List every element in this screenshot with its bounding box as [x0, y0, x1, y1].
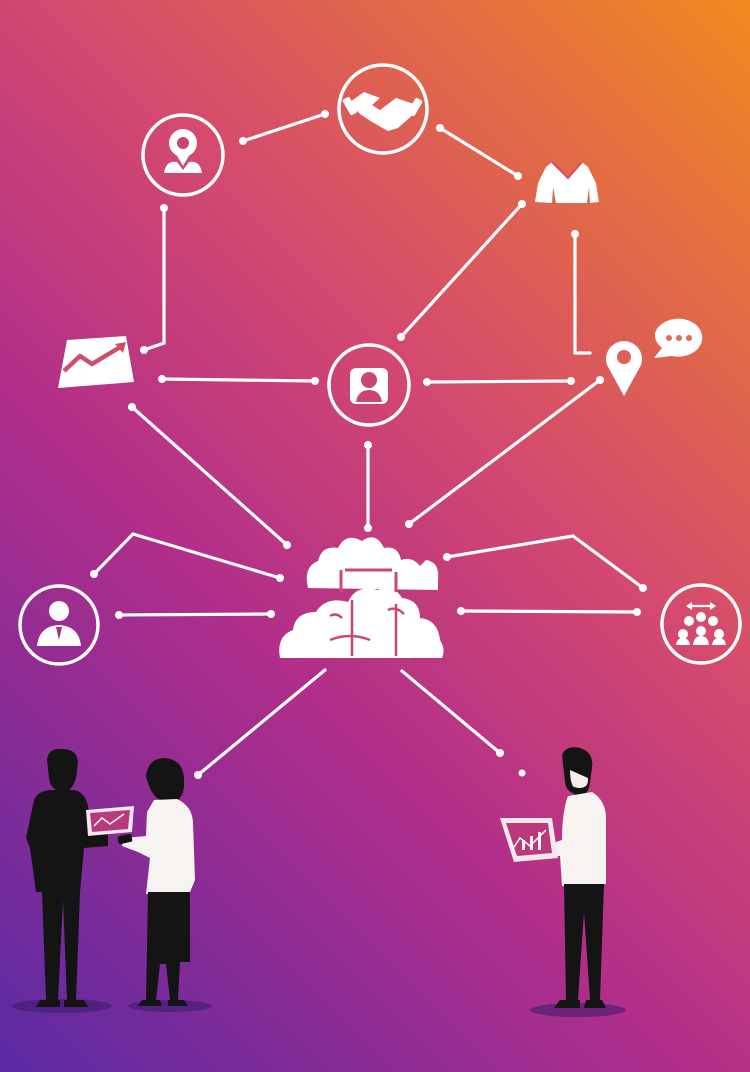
growth-chart-icon	[58, 336, 134, 388]
businessman-icon	[18, 584, 100, 666]
location-person-icon	[141, 113, 225, 197]
map-pin-chat-icon	[606, 318, 703, 396]
businessman-figure	[12, 748, 112, 1013]
cloud-icon	[279, 537, 444, 658]
tablet-left	[86, 806, 134, 836]
businesswoman-figure	[117, 758, 212, 1012]
user-icon	[327, 343, 411, 427]
connector-lines	[92, 112, 645, 777]
tablet-right	[500, 818, 558, 862]
shirt-icon	[535, 161, 599, 203]
team-icon	[660, 583, 742, 665]
connector-dots	[90, 110, 647, 779]
handshake-icon	[337, 63, 429, 155]
bearded-man-figure	[530, 747, 626, 1017]
